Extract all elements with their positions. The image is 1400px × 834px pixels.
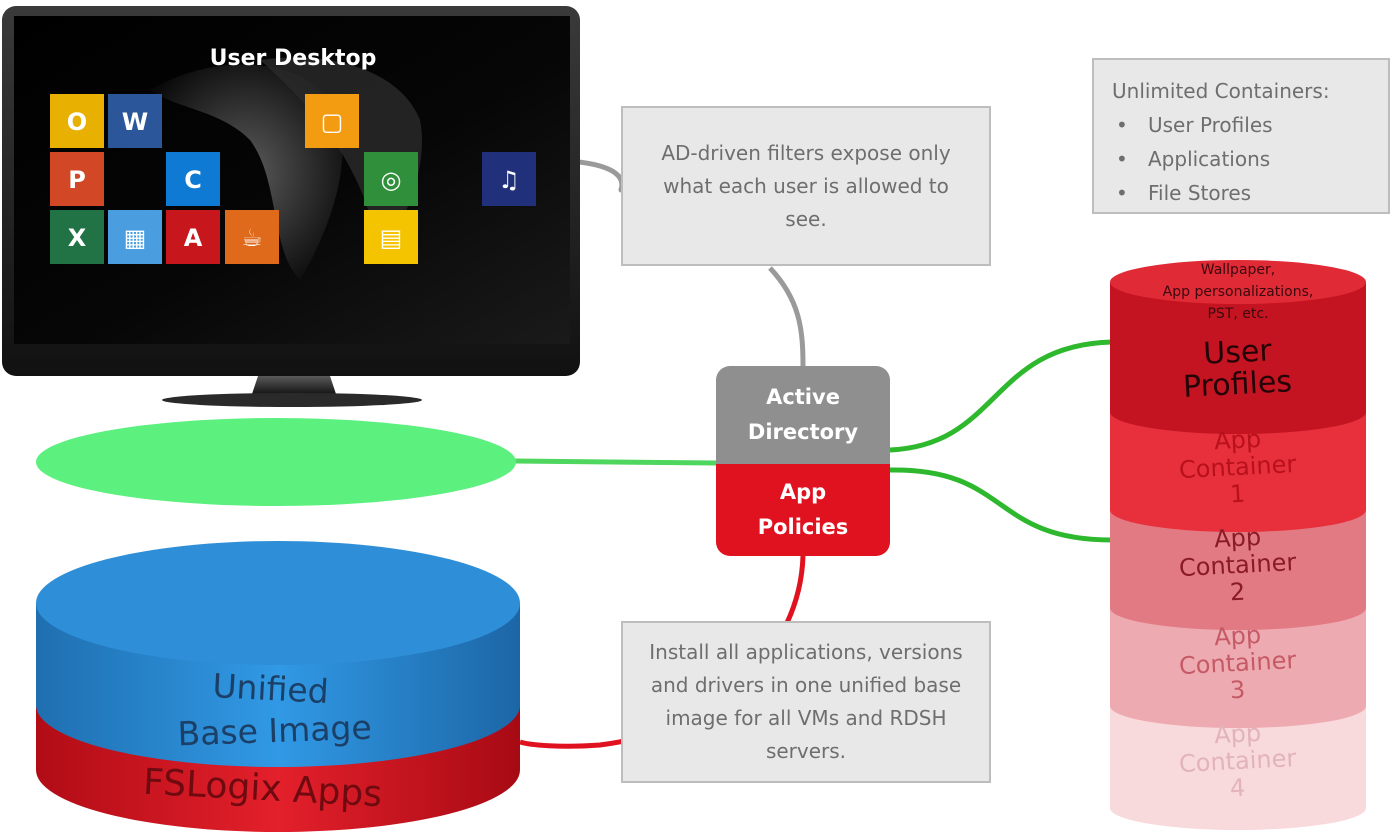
powerpoint-icon[interactable]: P xyxy=(50,152,104,206)
profile-caption-line-3: PST, etc. xyxy=(1207,306,1268,322)
yellow-app-icon[interactable]: ▤ xyxy=(364,210,418,264)
disk-label-line-1: Unified xyxy=(212,666,330,711)
calculator-icon-glyph: ▦ xyxy=(124,224,147,252)
profile-caption-line-1: Wallpaper, xyxy=(1201,262,1275,278)
acrobat-icon-tile[interactable] xyxy=(166,210,220,264)
app-container-3-layer xyxy=(1110,608,1366,728)
disk-label: Unified Base Image xyxy=(177,666,372,753)
sound-app-icon-tile[interactable] xyxy=(364,152,418,206)
sound-app-icon-glyph: ◎ xyxy=(381,166,402,194)
music-icon[interactable]: ♫ xyxy=(482,152,536,206)
app-container-4-label-line-3: 4 xyxy=(1229,774,1246,803)
app-policies-line-1: App xyxy=(779,480,827,504)
powerpoint-icon-glyph: P xyxy=(68,166,86,194)
containers-item-file-stores: File Stores xyxy=(1112,176,1372,210)
screen-swoosh-2 xyxy=(260,57,422,260)
excel-icon[interactable]: X xyxy=(50,210,104,264)
green-connector-ellipse xyxy=(514,458,717,466)
word-icon-tile[interactable] xyxy=(108,94,162,148)
profile-caption-line-2: App personalizations, xyxy=(1163,284,1314,300)
app-policies-box: App Policies xyxy=(716,464,890,556)
containers-title: Unlimited Containers: xyxy=(1112,79,1330,103)
outlook-icon-glyph: O xyxy=(67,108,87,136)
app-container-1-layer xyxy=(1110,412,1366,532)
java-icon-tile[interactable] xyxy=(225,210,279,264)
desktop-tiles: O W P C X ▦ A ☕ ▢ ◎ ▤ ♫ xyxy=(50,94,536,264)
monitor: User Desktop O W P C X ▦ A ☕ ▢ ◎ ▤ ♫ xyxy=(2,6,580,407)
music-icon-glyph: ♫ xyxy=(498,166,520,194)
app-container-4-label-line-2: Container xyxy=(1178,744,1297,778)
ad-filters-note: AD-driven filters expose only what each … xyxy=(621,106,991,266)
word-icon[interactable]: W xyxy=(108,94,162,148)
monitor-base xyxy=(162,393,422,407)
user-profiles-label-line-2: Profiles xyxy=(1182,364,1293,405)
app-container-2-label-line-2: Container xyxy=(1178,548,1297,582)
app-c-icon-glyph: C xyxy=(184,166,202,194)
app-container-3-label-line-3: 3 xyxy=(1229,676,1246,705)
screen-swoosh xyxy=(150,64,343,281)
yellow-app-icon-glyph: ▤ xyxy=(380,224,403,252)
app-container-2-label-line-3: 2 xyxy=(1229,578,1246,607)
active-directory-line-1: Active xyxy=(766,385,840,409)
base-image-disk: Unified Base Image FSLogix Apps xyxy=(36,541,520,832)
app-c-icon-tile[interactable] xyxy=(166,152,220,206)
app-c-icon[interactable]: C xyxy=(166,152,220,206)
green-connector-container xyxy=(889,467,1113,543)
java-icon-glyph: ☕ xyxy=(241,224,263,252)
outlook-icon-tile[interactable] xyxy=(50,94,104,148)
container-stack: Wallpaper, App personalizations, PST, etc.… xyxy=(1110,260,1366,830)
disk-top xyxy=(36,541,520,665)
word-icon-glyph: W xyxy=(122,108,148,136)
sound-app-icon[interactable]: ◎ xyxy=(364,152,418,206)
app-container-3-label-line-1: App xyxy=(1213,621,1261,651)
orange-app-icon-glyph: ▢ xyxy=(321,108,344,136)
app-container-1-label-line-2: Container xyxy=(1178,450,1297,484)
app-policies-line-2: Policies xyxy=(757,515,849,539)
app-container-2-label-line-1: App xyxy=(1213,523,1261,553)
outlook-icon[interactable]: O xyxy=(50,94,104,148)
excel-icon-glyph: X xyxy=(68,224,87,252)
yellow-app-icon-tile[interactable] xyxy=(364,210,418,264)
disk-label-line-2: Base Image xyxy=(177,708,372,754)
app-container-2-layer xyxy=(1110,510,1366,630)
active-directory-line-2: Directory xyxy=(747,420,859,444)
orange-app-icon-tile[interactable] xyxy=(305,94,359,148)
calculator-icon-tile[interactable] xyxy=(108,210,162,264)
java-icon[interactable]: ☕ xyxy=(225,210,279,264)
active-directory-box: Active Directory xyxy=(716,366,890,464)
monitor-title: User Desktop xyxy=(210,46,377,71)
base-image-note: Install all applications, versions and d… xyxy=(621,621,991,783)
monitor-neck xyxy=(252,376,336,394)
user-profiles-label-line-1: User xyxy=(1202,333,1273,372)
app-container-4-layer xyxy=(1110,706,1366,830)
containers-item-profiles: User Profiles xyxy=(1112,108,1372,142)
green-connector-profiles xyxy=(889,339,1113,453)
app-container-3-label-line-2: Container xyxy=(1178,646,1297,680)
excel-icon-tile[interactable] xyxy=(50,210,104,264)
containers-item-applications: Applications xyxy=(1112,142,1372,176)
music-icon-tile[interactable] xyxy=(482,152,536,206)
app-container-1-label-line-3: 1 xyxy=(1229,480,1246,509)
powerpoint-icon-tile[interactable] xyxy=(50,152,104,206)
user-profiles-layer-top xyxy=(1110,260,1366,304)
acrobat-icon[interactable]: A xyxy=(166,210,220,264)
network-ellipse xyxy=(36,418,516,506)
containers-list: User Profiles Applications File Stores xyxy=(1112,108,1372,210)
containers-note: Unlimited Containers: User Profiles Appl… xyxy=(1092,58,1390,214)
orange-app-icon[interactable]: ▢ xyxy=(305,94,359,148)
base-image-text: Install all applications, versions and d… xyxy=(649,640,963,763)
app-container-1-label-line-1: App xyxy=(1213,425,1261,455)
ad-filters-text: AD-driven filters expose only what each … xyxy=(661,140,951,231)
user-profiles-layer xyxy=(1110,282,1366,434)
calculator-icon[interactable]: ▦ xyxy=(108,210,162,264)
app-container-4-label-line-1: App xyxy=(1213,719,1261,749)
acrobat-icon-glyph: A xyxy=(184,224,203,252)
